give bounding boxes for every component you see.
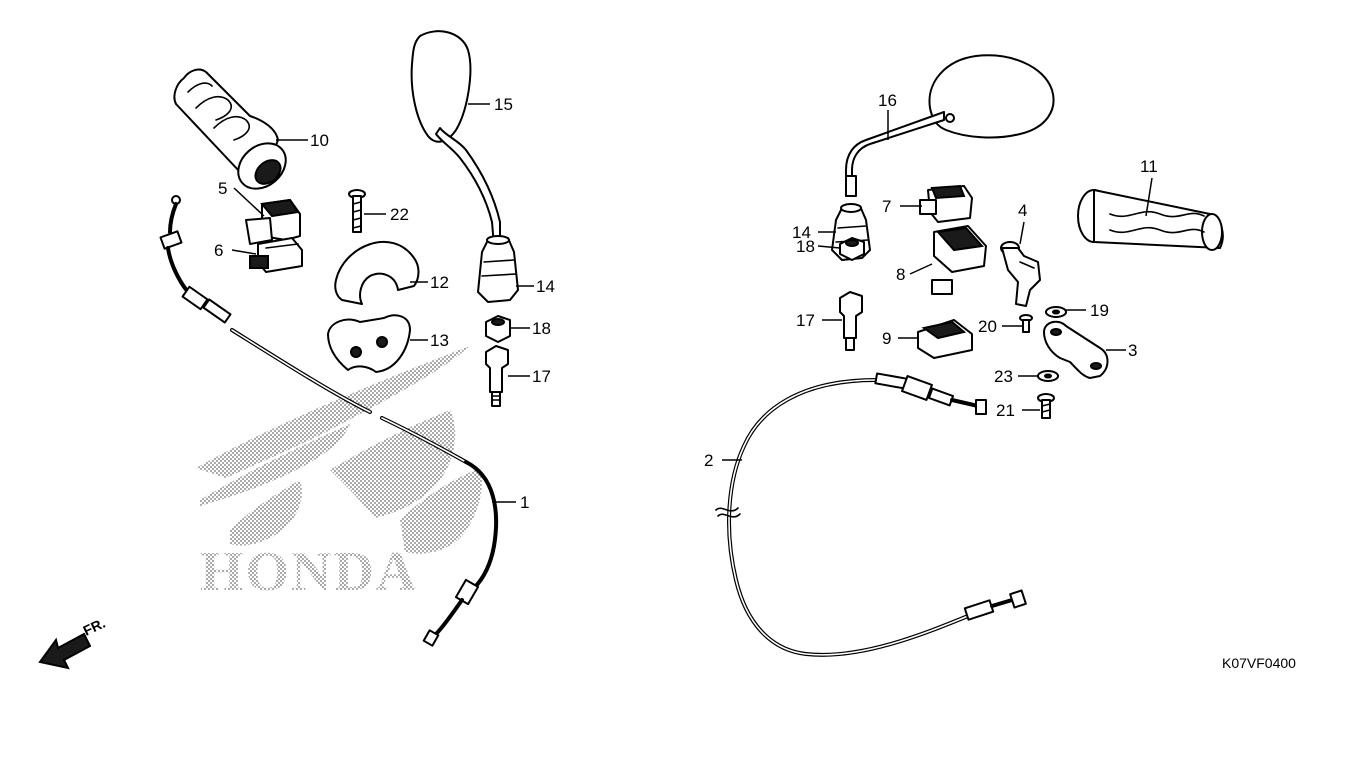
callout-14-right: 14 bbox=[792, 223, 811, 242]
part-3-lever-bracket[interactable] bbox=[1043, 320, 1109, 379]
callout-1: 1 bbox=[520, 493, 529, 512]
part-6-switch[interactable] bbox=[249, 237, 303, 273]
part-19-washer[interactable] bbox=[1045, 306, 1067, 318]
left-leader-lines bbox=[231, 103, 534, 503]
callout-2: 2 bbox=[704, 451, 713, 470]
part-18-left-nut[interactable] bbox=[485, 315, 511, 343]
callout-20: 20 bbox=[978, 317, 997, 336]
part-17-left-adapter[interactable] bbox=[485, 345, 509, 407]
honda-logo-watermark: HONDA bbox=[196, 346, 482, 603]
part-7-switch[interactable] bbox=[919, 184, 973, 223]
reference-code: K07VF0400 bbox=[1222, 655, 1296, 671]
callout-15: 15 bbox=[494, 95, 513, 114]
callout-19: 19 bbox=[1090, 301, 1109, 320]
callout-21: 21 bbox=[996, 401, 1015, 420]
callout-3: 3 bbox=[1128, 341, 1137, 360]
part-14-left-boot[interactable] bbox=[477, 235, 519, 303]
part-12-upper-housing[interactable] bbox=[334, 240, 420, 305]
part-10-left-grip[interactable] bbox=[173, 68, 294, 199]
front-direction-arrow: FR. bbox=[38, 615, 108, 670]
callout-17-left: 17 bbox=[532, 367, 551, 386]
right-callouts: 16 11 4 7 14 18 8 17 9 19 20 3 23 21 2 bbox=[704, 91, 1158, 470]
left-callouts: 10 15 22 5 6 12 13 14 18 17 1 bbox=[214, 95, 555, 512]
part-16-right-mirror[interactable] bbox=[845, 54, 1055, 197]
part-5-switch[interactable] bbox=[245, 198, 301, 245]
part-9-switch[interactable] bbox=[917, 319, 973, 359]
callout-6: 6 bbox=[214, 241, 223, 260]
right-leader-lines bbox=[722, 110, 1153, 461]
callout-4: 4 bbox=[1018, 201, 1027, 220]
callout-13: 13 bbox=[430, 331, 449, 350]
callout-5: 5 bbox=[218, 179, 227, 198]
part-21-bolt[interactable] bbox=[1037, 393, 1055, 419]
callout-14-left: 14 bbox=[536, 277, 555, 296]
part-15-left-mirror[interactable] bbox=[410, 30, 501, 247]
callout-8: 8 bbox=[896, 265, 905, 284]
part-22-screw[interactable] bbox=[348, 189, 366, 233]
svg-text:HONDA: HONDA bbox=[200, 541, 418, 603]
callout-23: 23 bbox=[994, 367, 1013, 386]
callout-9: 9 bbox=[882, 329, 891, 348]
part-18-right-nut[interactable] bbox=[839, 237, 865, 261]
callout-17-right: 17 bbox=[796, 311, 815, 330]
callout-12: 12 bbox=[430, 273, 449, 292]
callout-18-left: 18 bbox=[532, 319, 551, 338]
part-2-cable[interactable] bbox=[715, 372, 1027, 657]
part-20-screw[interactable] bbox=[1019, 314, 1033, 333]
callout-10: 10 bbox=[310, 131, 329, 150]
callout-22: 22 bbox=[390, 205, 409, 224]
callout-7: 7 bbox=[882, 197, 891, 216]
part-23-washer[interactable] bbox=[1037, 370, 1059, 382]
part-11-right-grip[interactable] bbox=[1077, 189, 1224, 251]
part-17-right-adapter[interactable] bbox=[839, 291, 863, 351]
callout-11: 11 bbox=[1140, 157, 1158, 176]
direction-label: FR. bbox=[81, 615, 108, 639]
callout-18-right: 18 bbox=[796, 237, 815, 256]
part-4-bracket[interactable] bbox=[1000, 241, 1041, 307]
part-8-switch[interactable] bbox=[931, 225, 987, 295]
part-13-lower-housing[interactable] bbox=[327, 314, 411, 373]
part-1-throttle-cable[interactable] bbox=[159, 195, 499, 647]
callout-16: 16 bbox=[878, 91, 897, 110]
